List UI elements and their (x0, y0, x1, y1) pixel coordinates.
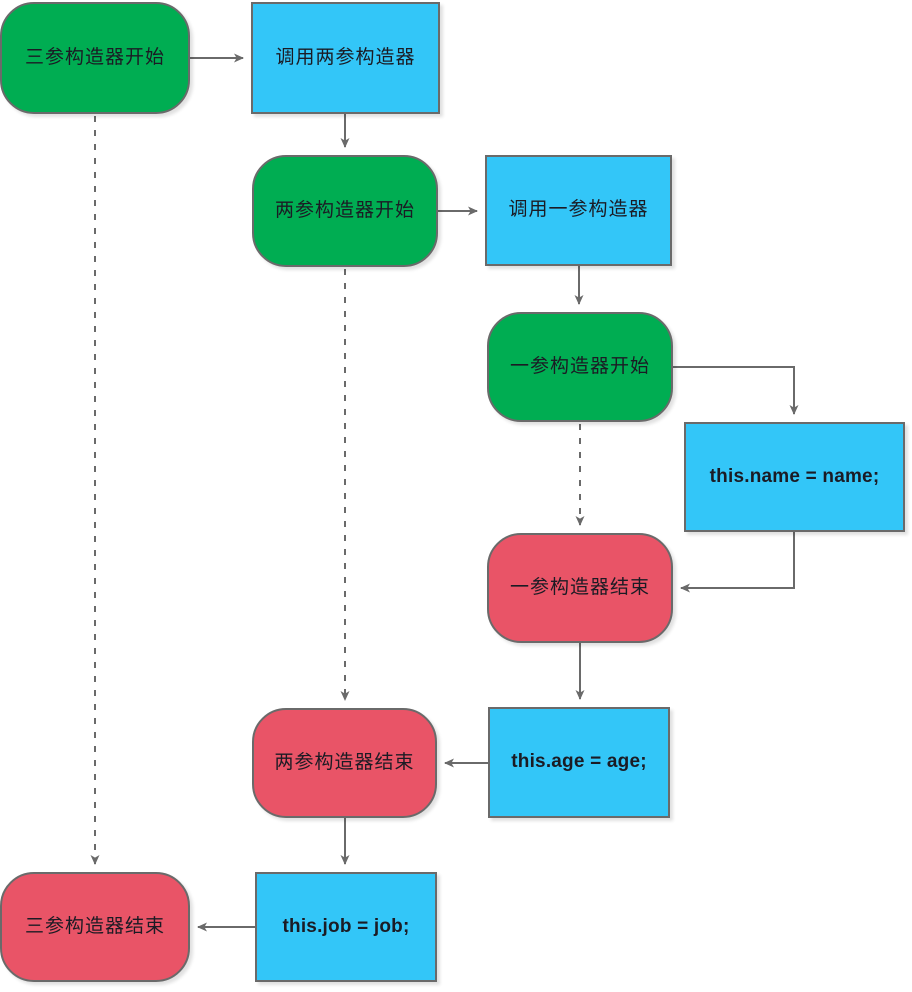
node-label: 一参构造器开始 (509, 355, 650, 377)
node-label: this.age = age; (511, 751, 647, 773)
node-start-three-arg[interactable]: 三参构造器开始 (0, 2, 190, 114)
node-call-two-arg[interactable]: 调用两参构造器 (251, 2, 440, 114)
node-end-two-arg[interactable]: 两参构造器结束 (252, 708, 437, 818)
node-label: 三参构造器结束 (24, 915, 165, 937)
node-assign-name[interactable]: this.name = name; (684, 422, 905, 532)
node-label: 调用两参构造器 (275, 46, 416, 68)
node-assign-age[interactable]: this.age = age; (488, 707, 670, 818)
edge-setname-to-end1 (680, 532, 795, 593)
node-end-three-arg[interactable]: 三参构造器结束 (0, 872, 190, 982)
node-label: this.name = name; (709, 465, 880, 487)
edge-start1-to-setname (673, 366, 799, 415)
node-start-two-arg[interactable]: 两参构造器开始 (252, 155, 438, 267)
node-start-one-arg[interactable]: 一参构造器开始 (487, 312, 673, 422)
node-label: 一参构造器结束 (509, 576, 650, 598)
node-label: 两参构造器开始 (274, 199, 415, 221)
node-call-one-arg[interactable]: 调用一参构造器 (485, 155, 672, 266)
node-label: 三参构造器开始 (24, 46, 165, 68)
node-assign-job[interactable]: this.job = job; (255, 872, 437, 982)
node-label: 调用一参构造器 (508, 199, 649, 221)
node-label: 两参构造器结束 (274, 751, 415, 773)
node-label: this.job = job; (282, 915, 410, 937)
node-end-one-arg[interactable]: 一参构造器结束 (487, 533, 673, 643)
